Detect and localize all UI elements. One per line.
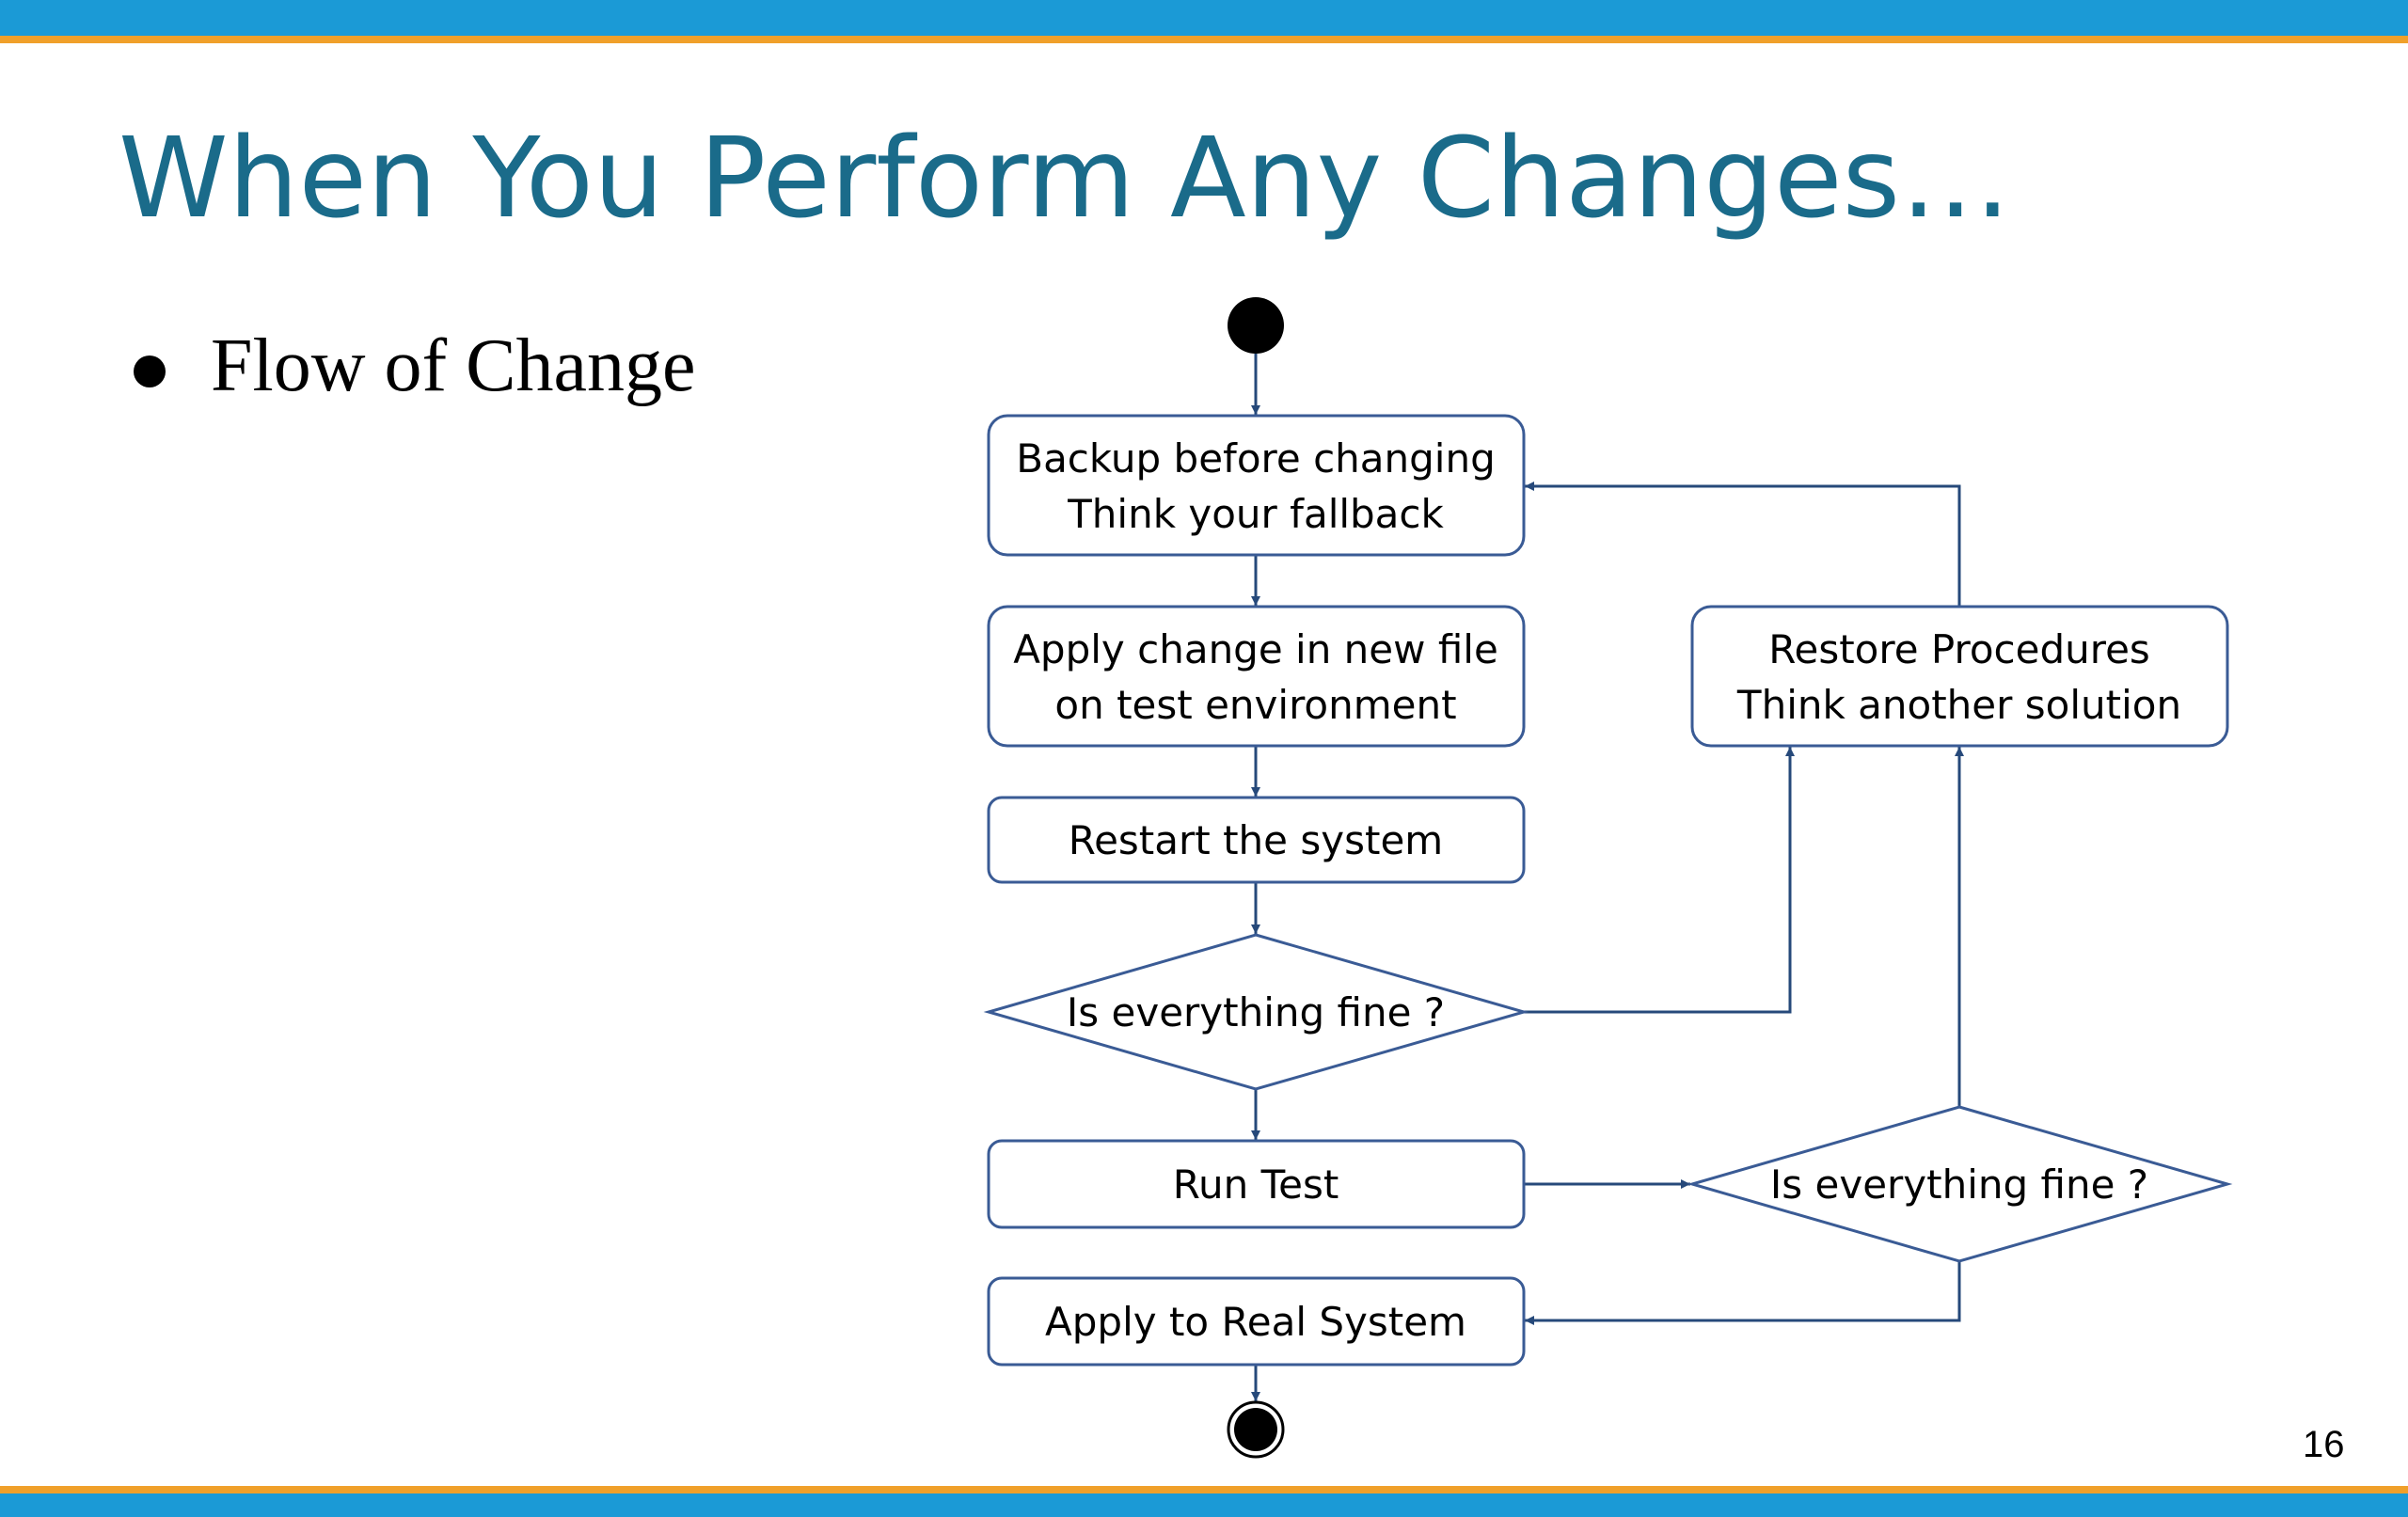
backup-label-line1: Backup before changing (1016, 435, 1496, 482)
restart-box (987, 796, 1526, 884)
bullet-text: Flow of Change (211, 324, 696, 407)
arrow-restore-to-backup (1525, 482, 1961, 606)
page-number: 16 (2303, 1424, 2345, 1465)
backup-box (987, 414, 1526, 557)
connectors (1251, 354, 1964, 1401)
arrow-check-2-to-apply-real (1525, 1261, 1961, 1325)
restore-label-line1: Restore Procedures (1768, 626, 2150, 672)
apply-real-label: Apply to Real System (1045, 1299, 1466, 1345)
header-bar (0, 0, 2408, 36)
footer-bar (0, 1493, 2408, 1517)
start-node (1228, 297, 1284, 354)
backup-label-line2: Think your fallback (1067, 491, 1444, 537)
apply-test-label-line1: Apply change in new file (1013, 626, 1498, 672)
restart-label: Restart the system (1069, 817, 1443, 863)
end-node (1234, 1408, 1277, 1451)
restore-label-line2: Think another solution (1736, 682, 2181, 728)
check-1-diamond (983, 933, 1529, 1091)
apply-test-box (987, 605, 1526, 748)
check-1-label: Is everything fine ? (1067, 989, 1445, 1035)
check-2-diamond (1687, 1105, 2233, 1263)
run-test-box (987, 1139, 1526, 1229)
slide-title: When You Perform Any Changes… (119, 113, 2012, 243)
restore-box (1690, 605, 2229, 748)
run-test-label: Run Test (1173, 1161, 1339, 1208)
bullet-marker (134, 356, 166, 387)
header-accent-rule (0, 36, 2408, 43)
arrow-check-1-to-restore (1524, 747, 1795, 1014)
check-2-label: Is everything fine ? (1770, 1161, 2148, 1208)
apply-test-label-line2: on test environment (1054, 682, 1456, 728)
footer-accent-rule (0, 1486, 2408, 1493)
apply-real-box (987, 1276, 1526, 1367)
